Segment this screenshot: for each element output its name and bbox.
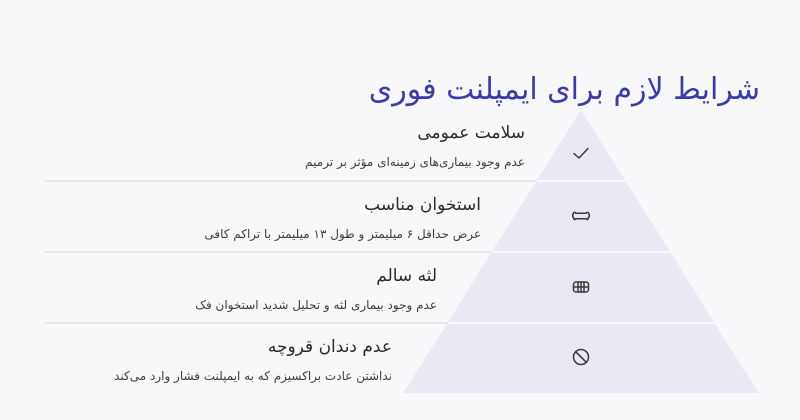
pyramid-tier-4 [403, 324, 759, 393]
tier-1-description: عدم وجود بیماری‌های زمینه‌ای مؤثر بر ترم… [305, 155, 525, 169]
tier-2-description: عرض حداقل ۶ میلیمتر و طول ۱۳ میلیمتر با … [204, 227, 481, 241]
prohibited-icon [569, 345, 593, 369]
bone-icon [569, 204, 593, 228]
tier-4-text: عدم دندان قروچه نداشتن عادت براکسیزم که … [114, 335, 392, 385]
tier-4-heading: عدم دندان قروچه [267, 337, 392, 357]
tier-3-heading: لثه سالم [376, 266, 437, 286]
tier-3-description: عدم وجود بیماری لثه و تحلیل شدید استخوان… [195, 298, 437, 312]
tier-4-description: نداشتن عادت براکسیزم که به ایمپلنت فشار … [114, 369, 392, 383]
tier-1-text: سلامت عمومی عدم وجود بیماری‌های زمینه‌ای… [305, 121, 525, 171]
pyramid-tier-1 [537, 110, 625, 180]
pyramid-tier-2 [492, 182, 670, 251]
tier-1-heading: سلامت عمومی [417, 123, 525, 143]
page-title: شرایط لازم برای ایمپلنت فوری [368, 72, 760, 108]
tier-2-heading: استخوان مناسب [364, 195, 481, 215]
teeth-icon [569, 275, 593, 299]
check-icon [569, 141, 593, 165]
tier-3-text: لثه سالم عدم وجود بیماری لثه و تحلیل شدی… [195, 264, 437, 314]
tier-2-text: استخوان مناسب عرض حداقل ۶ میلیمتر و طول … [204, 193, 481, 243]
